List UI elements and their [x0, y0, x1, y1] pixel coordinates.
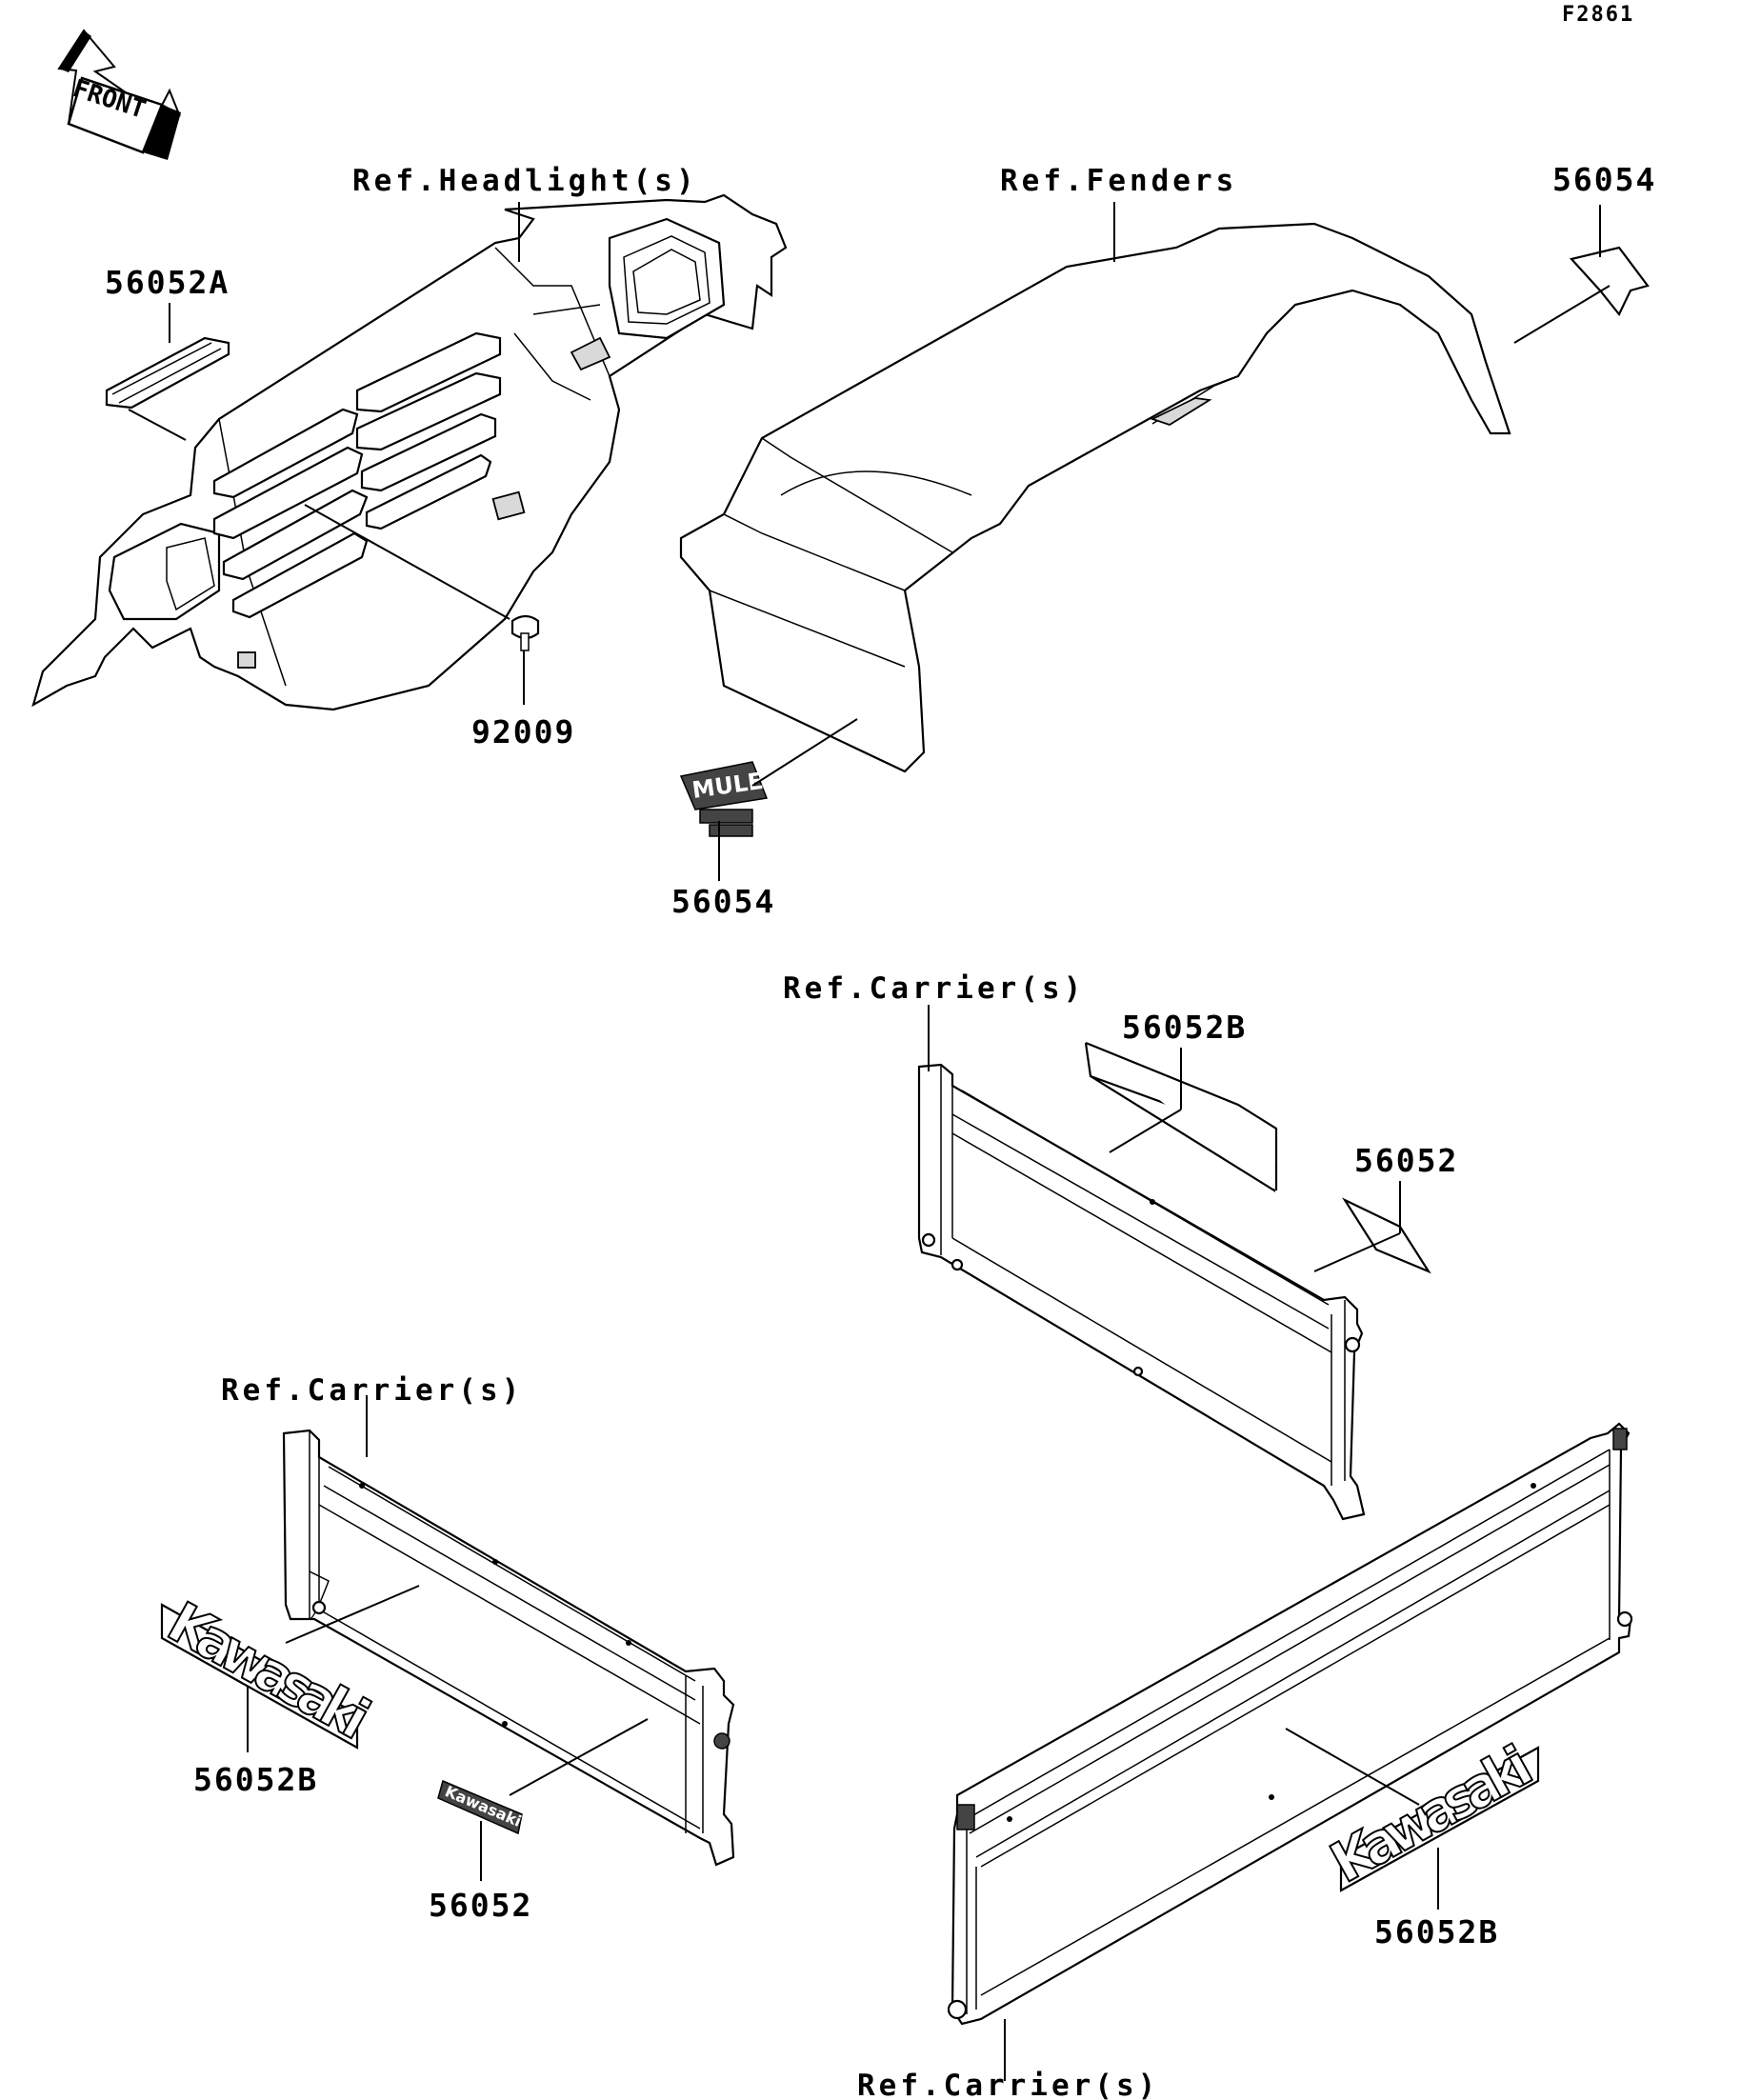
carrier-left — [282, 1429, 735, 1867]
leader-56052A-2 — [128, 409, 187, 441]
label-56052-right: 56052 — [1354, 1142, 1458, 1179]
decal-56054-top — [1569, 246, 1650, 317]
decal-56052B-top — [1084, 1041, 1278, 1192]
front-panel-assembly — [31, 193, 788, 711]
decal-mule: MULE — [679, 761, 769, 837]
label-56054-top: 56054 — [1552, 161, 1656, 198]
leader-56052-left — [509, 1718, 649, 1796]
label-56052-left: 56052 — [429, 1887, 532, 1924]
leader-56052B-top-2 — [1109, 1109, 1182, 1153]
label-carrier-left: Ref.Carrier(s) — [221, 1373, 523, 1408]
fender-assembly — [679, 222, 1511, 773]
leader-56052B-left — [285, 1585, 420, 1644]
label-headlight-ref: Ref.Headlight(s) — [352, 164, 698, 198]
leader-56054-top-2 — [1513, 285, 1611, 344]
label-fenders-ref: Ref.Fenders — [1000, 164, 1237, 198]
leader-56054-bottom — [751, 718, 858, 787]
label-56052B-right: 56052B — [1374, 1913, 1499, 1950]
label-92009: 92009 — [471, 713, 575, 750]
kawasaki-logo-text-small: Kawasaki — [442, 1782, 524, 1830]
grille-slats — [212, 331, 502, 619]
figure-number: F2861 — [1562, 3, 1634, 27]
label-carrier-bottom: Ref.Carrier(s) — [857, 2069, 1159, 2100]
label-56054-bottom: 56054 — [671, 883, 775, 920]
decal-56052-right — [1342, 1197, 1431, 1274]
decal-56052A — [105, 336, 230, 410]
carrier-bottom-right — [947, 1422, 1633, 2026]
front-arrow-icon: FRONT — [57, 29, 181, 160]
leader-56052-right-2 — [1313, 1232, 1401, 1272]
carrier-top-right — [917, 1063, 1366, 1521]
label-56052A: 56052A — [105, 264, 230, 301]
leader-92009 — [304, 504, 510, 620]
screw-92009-icon — [510, 614, 540, 651]
label-carrier-top: Ref.Carrier(s) — [783, 971, 1085, 1006]
leader-56052B-right — [1285, 1728, 1420, 1806]
label-56052B-left: 56052B — [193, 1761, 318, 1798]
label-56052B-top: 56052B — [1122, 1009, 1247, 1046]
